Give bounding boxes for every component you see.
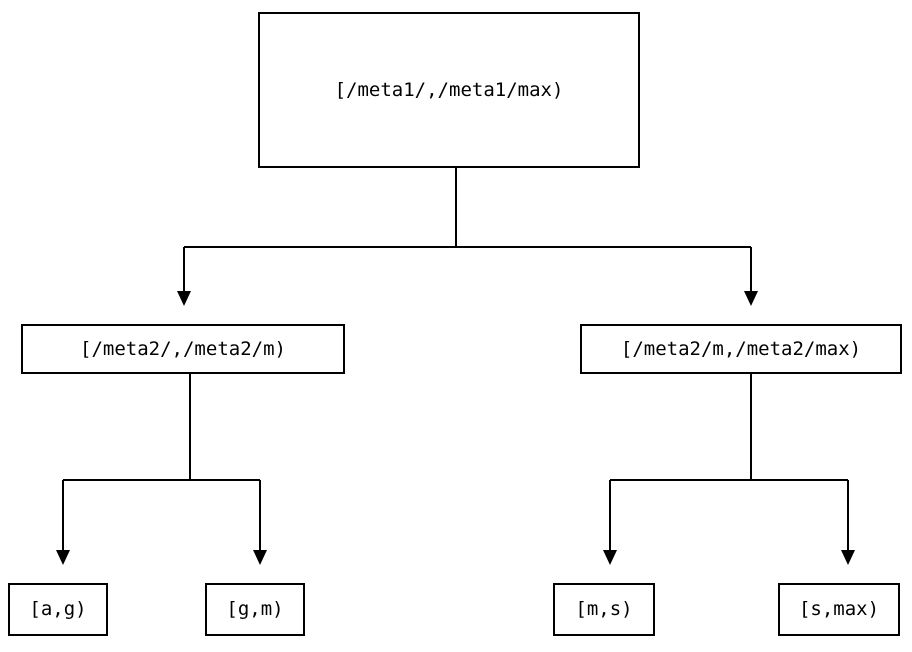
node-root[interactable]: [/meta1/,/meta1/max): [258, 12, 640, 168]
arrowhead-leaf-s-max: [841, 550, 855, 565]
node-mid-left-label: [/meta2/,/meta2/m): [80, 337, 286, 360]
edge-mid-right-to-leaves: [603, 374, 855, 565]
node-leaf-g-m[interactable]: [g,m): [205, 583, 305, 636]
edge-mid-left-to-leaves: [56, 374, 267, 565]
node-leaf-a-g[interactable]: [a,g): [8, 583, 108, 636]
node-leaf-m-s-label: [m,s): [575, 598, 633, 620]
node-mid-right[interactable]: [/meta2/m,/meta2/max): [580, 324, 902, 374]
arrowhead-leaf-g-m: [253, 550, 267, 565]
arrowhead-mid-left: [177, 291, 191, 306]
node-leaf-m-s[interactable]: [m,s): [553, 583, 655, 636]
node-leaf-s-max-label: [s,max): [798, 598, 880, 620]
node-root-label: [/meta1/,/meta1/max): [334, 78, 564, 101]
edge-root-to-mid: [177, 168, 758, 306]
node-mid-right-label: [/meta2/m,/meta2/max): [620, 337, 862, 360]
arrowhead-leaf-a-g: [56, 550, 70, 565]
arrowhead-leaf-m-s: [603, 550, 617, 565]
node-leaf-s-max[interactable]: [s,max): [778, 583, 900, 636]
arrowhead-mid-right: [744, 291, 758, 306]
node-mid-left[interactable]: [/meta2/,/meta2/m): [21, 324, 345, 374]
node-leaf-a-g-label: [a,g): [29, 598, 87, 620]
node-leaf-g-m-label: [g,m): [226, 598, 284, 620]
